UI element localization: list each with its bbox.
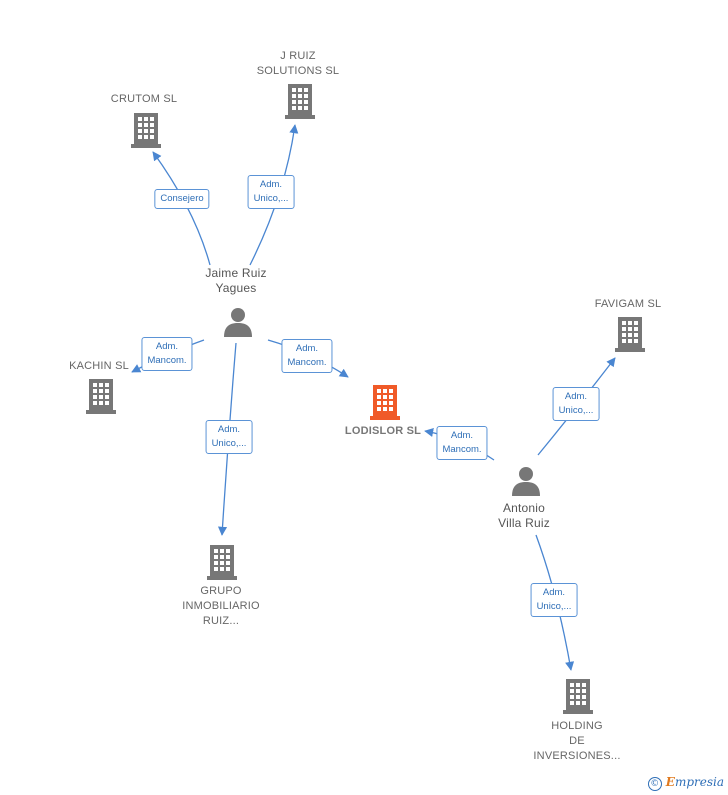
edge-label-line1: Adm. (542, 587, 566, 598)
lodislor-building-icon[interactable] (370, 385, 400, 420)
edge-label-line1: Consejero (160, 193, 204, 204)
holding-building-icon[interactable] (563, 679, 593, 714)
grupo-building-icon[interactable] (207, 545, 237, 580)
edge-label-line1: Adm. (155, 341, 179, 352)
edge-label-line2: Unico,... (536, 601, 572, 612)
jruiz-name-line2: SOLUTIONS SL (256, 65, 340, 77)
jaime-person-icon[interactable] (224, 308, 252, 337)
grupo-name-line3: RUIZ... (202, 615, 240, 627)
edge-label-line2: Mancom. (442, 444, 482, 455)
edge-label-line2: Mancom. (147, 355, 187, 366)
edge-label-line2: Unico,... (211, 438, 247, 449)
edge-label-antonio-favigam[interactable]: Adm. Unico,... (552, 387, 600, 421)
copyright-notice: ©Empresia (647, 775, 724, 791)
jruiz-name-line1: J RUIZ (280, 50, 316, 62)
holding-name-line3: INVERSIONES... (533, 750, 621, 762)
favigam-name: FAVIGAM SL (594, 298, 662, 310)
copyright-icon: © (647, 777, 662, 791)
edge-label-line1: Adm. (217, 424, 241, 435)
antonio-person-icon[interactable] (512, 467, 540, 496)
crutom-building-icon[interactable] (131, 113, 161, 148)
grupo-name-line2: INMOBILIARIO (182, 600, 260, 612)
antonio-name-line1: Antonio (502, 501, 546, 515)
lodislor-name: LODISLOR SL (344, 425, 422, 437)
edge-label-jaime-lodislor[interactable]: Adm. Mancom. (281, 339, 333, 373)
edge-label-jaime-grupo[interactable]: Adm. Unico,... (205, 420, 253, 454)
jaime-name-line1: Jaime Ruiz (205, 266, 267, 280)
grupo-name-line1: GRUPO (200, 585, 242, 597)
favigam-label[interactable]: FAVIGAM SL (595, 297, 662, 312)
favigam-building-icon[interactable] (615, 317, 645, 352)
edge-label-antonio-lodislor[interactable]: Adm. Mancom. (436, 426, 488, 460)
edge-label-line1: Adm. (295, 343, 319, 354)
jruiz-label[interactable]: J RUIZ SOLUTIONS SL (257, 49, 339, 79)
edge-label-jaime-jruiz[interactable]: Adm. Unico,... (247, 175, 295, 209)
edge-jaime-crutom (152, 151, 211, 266)
edge-label-line1: Adm. (450, 430, 474, 441)
antonio-label[interactable]: Antonio Villa Ruiz (498, 501, 550, 531)
crutom-name: CRUTOM SL (110, 93, 178, 105)
edge-label-line1: Adm. (259, 179, 283, 190)
edge-label-line1: Adm. (564, 391, 588, 402)
holding-name-line1: HOLDING (551, 720, 603, 732)
kachin-building-icon[interactable] (86, 379, 116, 414)
edge-label-jaime-kachin[interactable]: Adm. Mancom. (141, 337, 193, 371)
brand-initial: E (665, 775, 675, 789)
edge-label-line2: Unico,... (558, 405, 594, 416)
jruiz-building-icon[interactable] (285, 84, 315, 119)
edge-label-line2: Unico,... (253, 193, 289, 204)
crutom-label[interactable]: CRUTOM SL (111, 92, 177, 107)
kachin-name: KACHIN SL (69, 360, 129, 372)
edge-label-antonio-holding[interactable]: Adm. Unico,... (530, 583, 578, 617)
holding-label[interactable]: HOLDING DE INVERSIONES... (533, 719, 620, 764)
grupo-label[interactable]: GRUPO INMOBILIARIO RUIZ... (182, 584, 260, 629)
edge-label-consejero[interactable]: Consejero (154, 189, 210, 209)
edge-label-line2: Mancom. (287, 357, 327, 368)
kachin-label[interactable]: KACHIN SL (69, 359, 129, 374)
jaime-name-line2: Yagues (215, 281, 257, 295)
holding-name-line2: DE (569, 735, 585, 747)
jaime-label[interactable]: Jaime Ruiz Yagues (205, 266, 266, 296)
antonio-name-line2: Villa Ruiz (498, 516, 550, 530)
lodislor-label[interactable]: LODISLOR SL (345, 424, 421, 439)
brand-name: mpresia (674, 775, 724, 789)
